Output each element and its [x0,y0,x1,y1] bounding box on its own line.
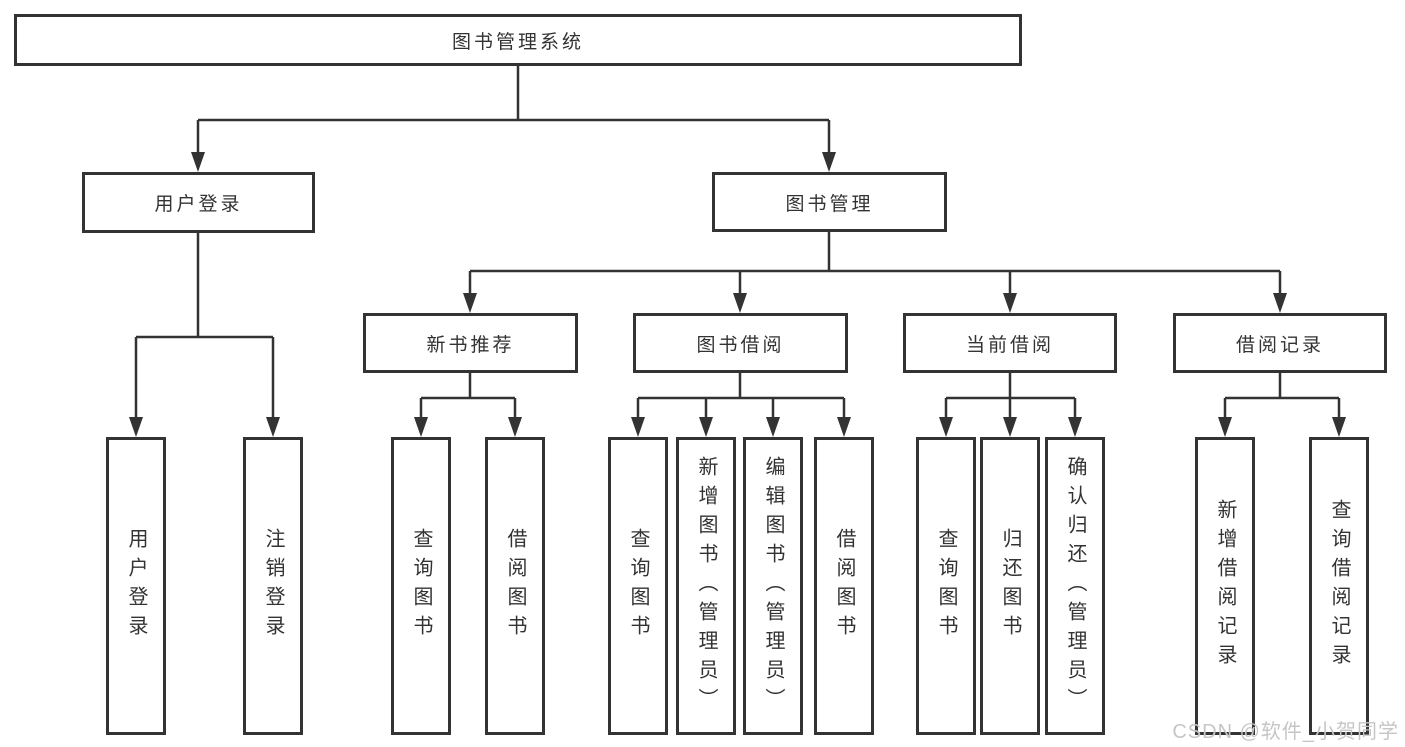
leaf-logout-label: 注销登录 [262,528,284,644]
leaf-confirm-return-admin-label: 确认归还（管理员） [1064,455,1086,717]
leaf-logout: 注销登录 [243,437,303,735]
leaf-borrow-book-label: 借阅图书 [833,528,855,644]
leaf-query-book-recommend-label: 查询图书 [410,528,432,644]
leaf-borrow-book-recommend: 借阅图书 [485,437,545,735]
leaf-add-borrow-record-label: 新增借阅记录 [1214,499,1236,673]
node-user-login-label: 用户登录 [154,194,243,215]
leaf-add-book-admin-label: 新增图书（管理员） [695,455,717,717]
leaf-user-login-label: 用户登录 [125,528,147,644]
leaf-query-book-borrow-label: 查询图书 [627,528,649,644]
node-book-borrow-label: 图书借阅 [696,334,785,356]
node-current-borrow: 当前借阅 [903,313,1117,373]
node-borrow-records-label: 借阅记录 [1235,334,1324,356]
node-book-management-label: 图书管理 [785,193,874,215]
leaf-user-login: 用户登录 [106,437,166,735]
leaf-return-book-label: 归还图书 [999,528,1021,644]
leaf-query-book-borrow: 查询图书 [608,437,668,735]
leaf-borrow-book: 借阅图书 [814,437,874,735]
leaf-add-borrow-record: 新增借阅记录 [1195,437,1255,735]
node-library-system-label: 图书管理系统 [451,31,584,53]
leaf-add-book-admin: 新增图书（管理员） [676,437,736,735]
leaf-query-book-current: 查询图书 [916,437,976,735]
leaf-query-book-recommend: 查询图书 [391,437,451,735]
leaf-return-book: 归还图书 [980,437,1040,735]
node-new-book-recommend-label: 新书推荐 [426,334,515,356]
leaf-edit-book-admin-label: 编辑图书（管理员） [762,455,784,717]
watermark: CSDN @软件_小贺同学 [1172,721,1399,743]
node-library-system: 图书管理系统 [14,14,1022,66]
node-borrow-records: 借阅记录 [1173,313,1387,373]
leaf-query-borrow-record-label: 查询借阅记录 [1328,499,1350,673]
node-user-login: 用户登录 [82,172,315,233]
leaf-query-borrow-record: 查询借阅记录 [1309,437,1369,735]
node-book-borrow: 图书借阅 [633,313,848,373]
node-book-management: 图书管理 [712,172,947,232]
arrowheads [129,152,1346,437]
node-new-book-recommend: 新书推荐 [363,313,578,373]
leaf-confirm-return-admin: 确认归还（管理员） [1045,437,1105,735]
leaf-edit-book-admin: 编辑图书（管理员） [743,437,803,735]
leaf-query-book-current-label: 查询图书 [935,528,957,644]
leaf-borrow-book-recommend-label: 借阅图书 [504,528,526,644]
node-current-borrow-label: 当前借阅 [965,334,1054,356]
